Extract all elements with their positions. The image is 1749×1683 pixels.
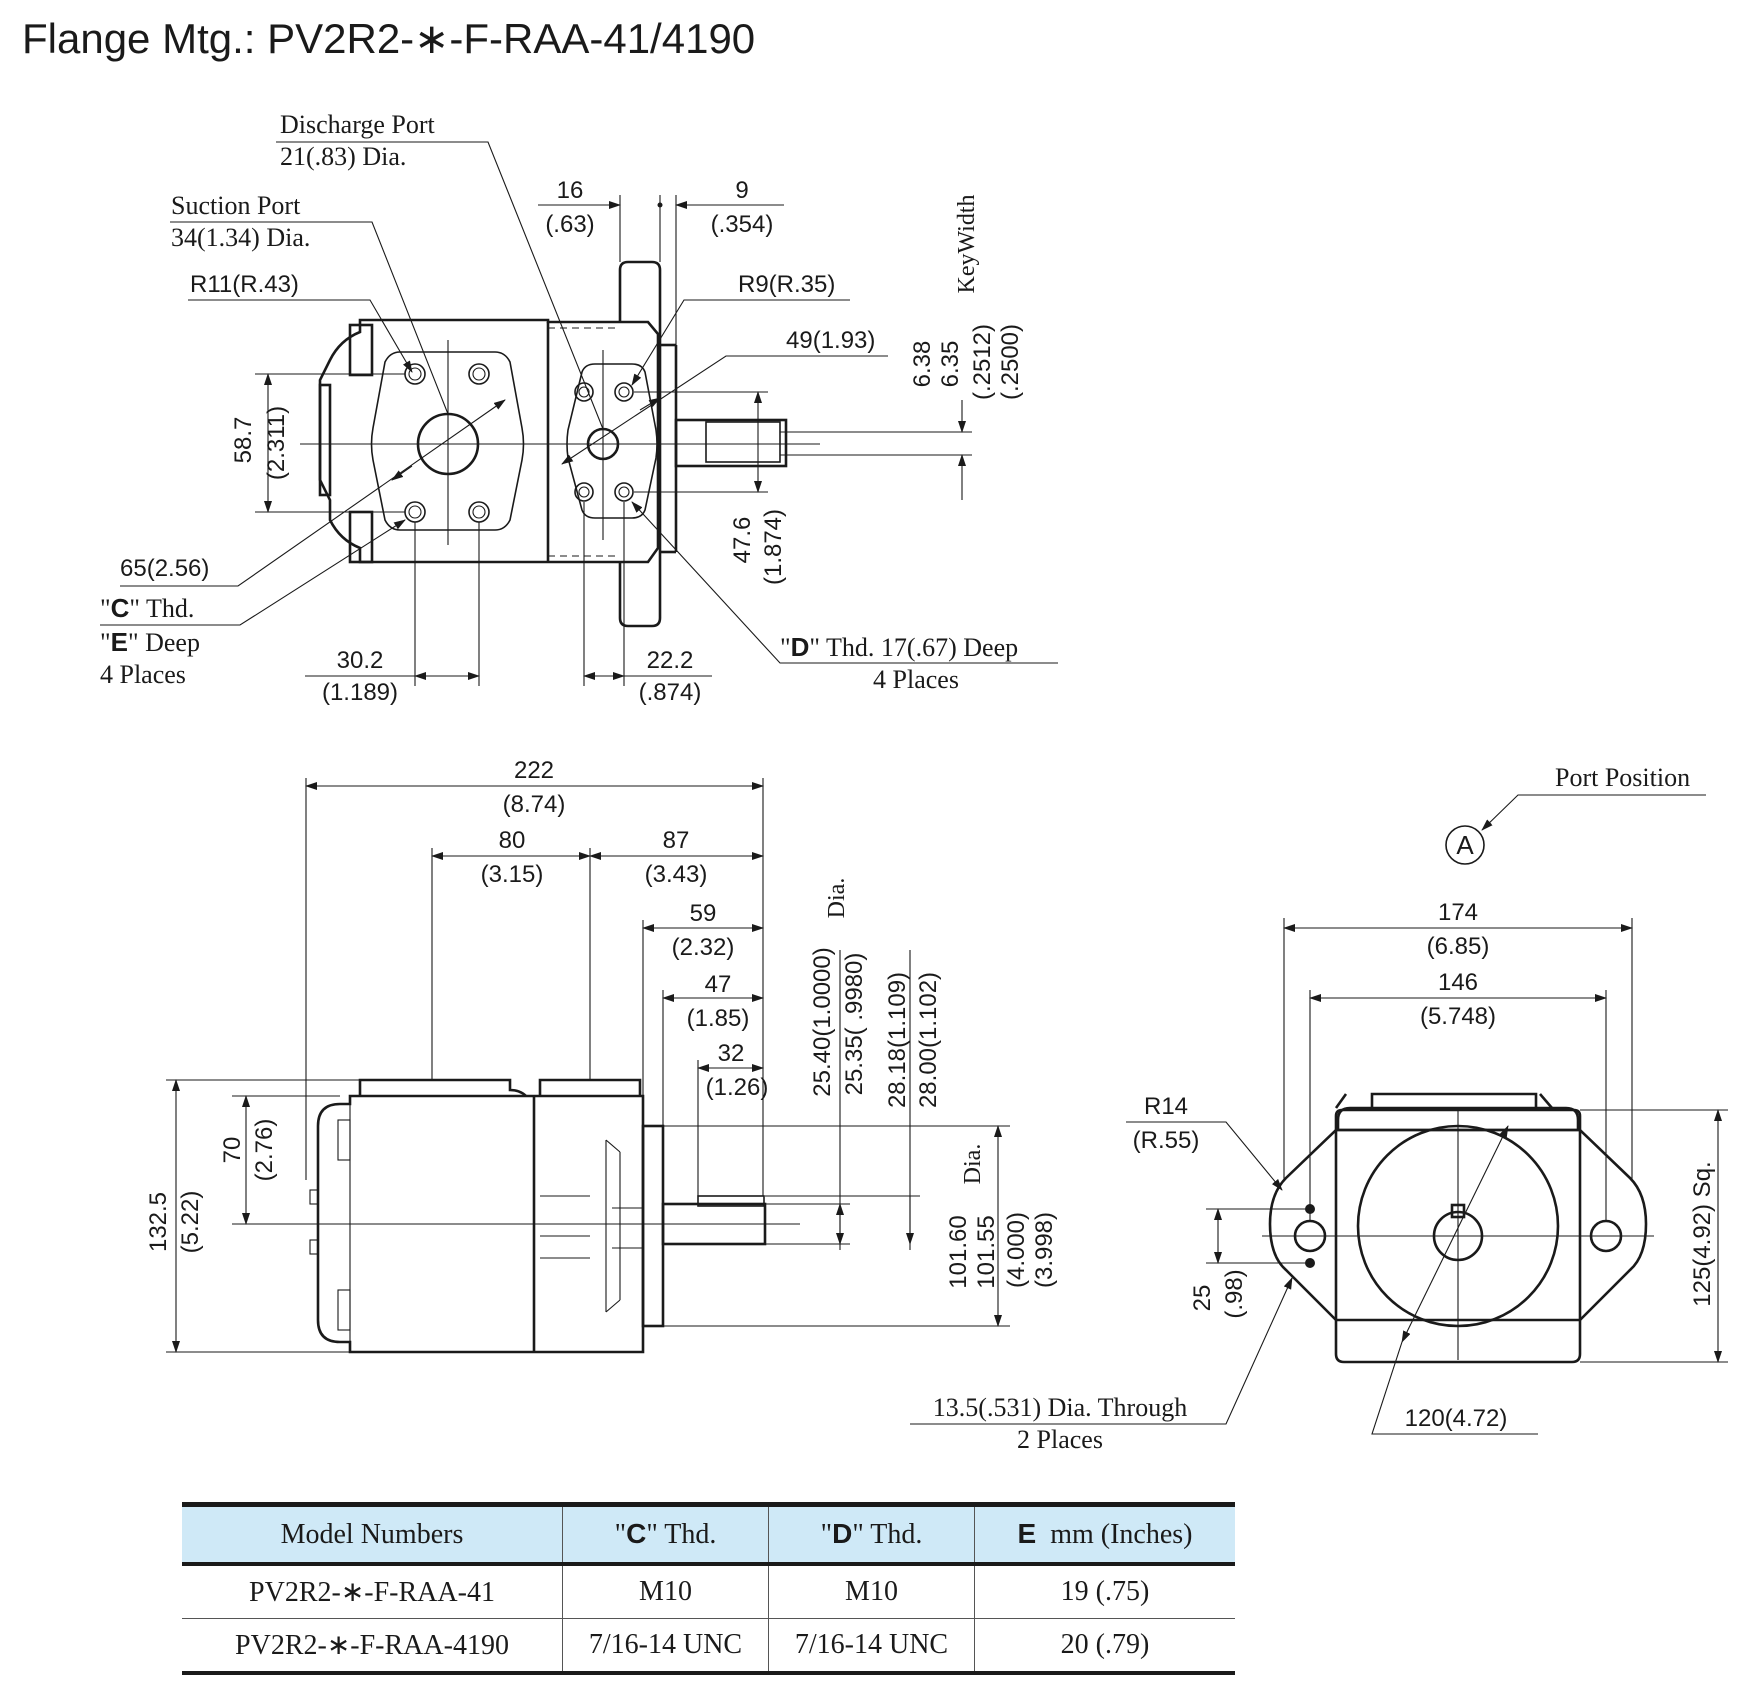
- dim-9-in: (.354): [711, 211, 774, 238]
- top-view: 58.7 (2.311) 47.6 (1.874) 16 (.63) 9 (.3…: [100, 110, 1058, 706]
- cell-c: 7/16-14 UNC: [562, 1618, 769, 1675]
- dim-132-5: 132.5: [145, 1192, 172, 1252]
- port-position-label: Port Position: [1555, 763, 1690, 792]
- dim-59-in: (2.32): [672, 934, 735, 961]
- table-header-row: Model Numbers "C" Thd. "D" Thd. E mm (In…: [182, 1502, 1235, 1566]
- front-view: A Port Position 174 (6.85) 146 (5.748) R…: [910, 763, 1728, 1454]
- key-2512: (.2512): [969, 324, 996, 400]
- dim-22-2: 22.2: [647, 647, 694, 674]
- dim-47-in: (1.85): [687, 1005, 750, 1032]
- dim-222-in: (8.74): [503, 791, 566, 818]
- cell-e: 19 (.75): [974, 1564, 1235, 1619]
- key-2500: (.2500): [997, 324, 1024, 400]
- dim-146: 146: [1438, 969, 1478, 996]
- dim-28-00: 28.00(1.102): [915, 972, 942, 1108]
- r9-label: R9(R.35): [738, 271, 835, 298]
- dim-30-2: 30.2: [337, 647, 384, 674]
- side-view: 222 (8.74) 80 (3.15) 87 (3.43) 59 (2.32)…: [145, 757, 1058, 1354]
- dim-146-in: (5.748): [1420, 1003, 1496, 1030]
- header-e: E mm (Inches): [974, 1502, 1235, 1566]
- dim-30-2-in: (1.189): [322, 679, 398, 706]
- c-thd-label: "C" Thd.: [100, 593, 194, 623]
- header-model: Model Numbers: [182, 1502, 563, 1566]
- spec-table: Model Numbers "C" Thd. "D" Thd. E mm (In…: [182, 1502, 1235, 1675]
- dim-70-in: (2.76): [251, 1119, 278, 1182]
- discharge-port-label: Discharge Port: [280, 110, 436, 139]
- dim-25-35: 25.35( .9980): [841, 953, 868, 1096]
- suction-port-label: Suction Port: [171, 191, 301, 220]
- dim-32: 32: [718, 1040, 745, 1067]
- key-6-35: 6.35: [937, 341, 964, 388]
- hole-label: 13.5(.531) Dia. Through: [933, 1393, 1187, 1422]
- dim-47: 47: [705, 971, 732, 998]
- cell-model: PV2R2-∗-F-RAA-41: [182, 1564, 563, 1619]
- dim-58-7: 58.7: [230, 417, 257, 464]
- dim-28-18: 28.18(1.109): [884, 972, 911, 1108]
- dim-70: 70: [219, 1137, 246, 1164]
- dim-25: 25: [1189, 1285, 1216, 1312]
- dim-101-60: 101.60: [945, 1215, 972, 1288]
- dim-174: 174: [1438, 899, 1478, 926]
- d-thd-label: "D" Thd. 17(.67) Deep: [780, 632, 1018, 662]
- dim-80-in: (3.15): [481, 861, 544, 888]
- cell-e: 20 (.79): [974, 1618, 1235, 1675]
- dim-101-55: 101.55: [973, 1215, 1000, 1288]
- r11-label: R11(R.43): [190, 271, 299, 298]
- dim-222: 222: [514, 757, 554, 784]
- header-d-thd: "D" Thd.: [768, 1502, 975, 1566]
- cell-model: PV2R2-∗-F-RAA-4190: [182, 1618, 563, 1675]
- dim-16-in: (.63): [545, 211, 594, 238]
- hole-places: 2 Places: [1017, 1425, 1103, 1454]
- four-places-right: 4 Places: [873, 665, 959, 694]
- e-deep-label: "E" Deep: [100, 627, 200, 657]
- dim-80: 80: [499, 827, 526, 854]
- dim-25-40: 25.40(1.0000): [809, 947, 836, 1096]
- key-6-38: 6.38: [909, 341, 936, 388]
- cell-d: M10: [768, 1564, 975, 1619]
- dim-87: 87: [663, 827, 690, 854]
- dim-174-in: (6.85): [1427, 933, 1490, 960]
- dia-label-b: Dia.: [960, 1144, 986, 1185]
- dim-32-in: (1.26): [706, 1074, 769, 1101]
- dim-22-2-in: (.874): [639, 679, 702, 706]
- dim-65: 65(2.56): [120, 555, 209, 582]
- header-c-thd: "C" Thd.: [562, 1502, 769, 1566]
- dim-58-7-in: (2.311): [263, 406, 290, 480]
- cell-c: M10: [562, 1564, 769, 1619]
- table-row: PV2R2-∗-F-RAA-41 M10 M10 19 (.75): [182, 1564, 1235, 1619]
- dim-47-6: 47.6: [729, 517, 756, 564]
- dim-49: 49(1.93): [786, 327, 875, 354]
- four-places-left: 4 Places: [100, 660, 186, 689]
- page-title: Flange Mtg.: PV2R2-∗-F-RAA-41/4190: [22, 15, 756, 62]
- dim-87-in: (3.43): [645, 861, 708, 888]
- dim-3-998: (3.998): [1031, 1212, 1058, 1288]
- dim-59: 59: [690, 900, 717, 927]
- dim-16: 16: [557, 177, 584, 204]
- dim-132-5-in: (5.22): [177, 1191, 204, 1254]
- dim-4-000: (4.000): [1003, 1212, 1030, 1288]
- dim-9: 9: [735, 177, 748, 204]
- dim-25-in: (.98): [1221, 1269, 1248, 1318]
- suction-port-dia: 34(1.34) Dia.: [171, 223, 310, 252]
- dia-label-a: Dia.: [824, 878, 850, 919]
- r14-label: R14: [1144, 1093, 1188, 1120]
- dim-47-6-in: (1.874): [760, 509, 787, 585]
- discharge-port-dia: 21(.83) Dia.: [280, 142, 406, 171]
- cell-d: 7/16-14 UNC: [768, 1618, 975, 1675]
- dim-125-sq: 125(4.92) Sq.: [1689, 1161, 1716, 1306]
- key-width-label: KeyWidth: [954, 194, 980, 293]
- port-position-letter: A: [1456, 830, 1474, 860]
- table-row: PV2R2-∗-F-RAA-4190 7/16-14 UNC 7/16-14 U…: [182, 1618, 1235, 1675]
- dim-120: 120(4.72): [1405, 1405, 1508, 1432]
- r14-in-label: (R.55): [1133, 1127, 1200, 1154]
